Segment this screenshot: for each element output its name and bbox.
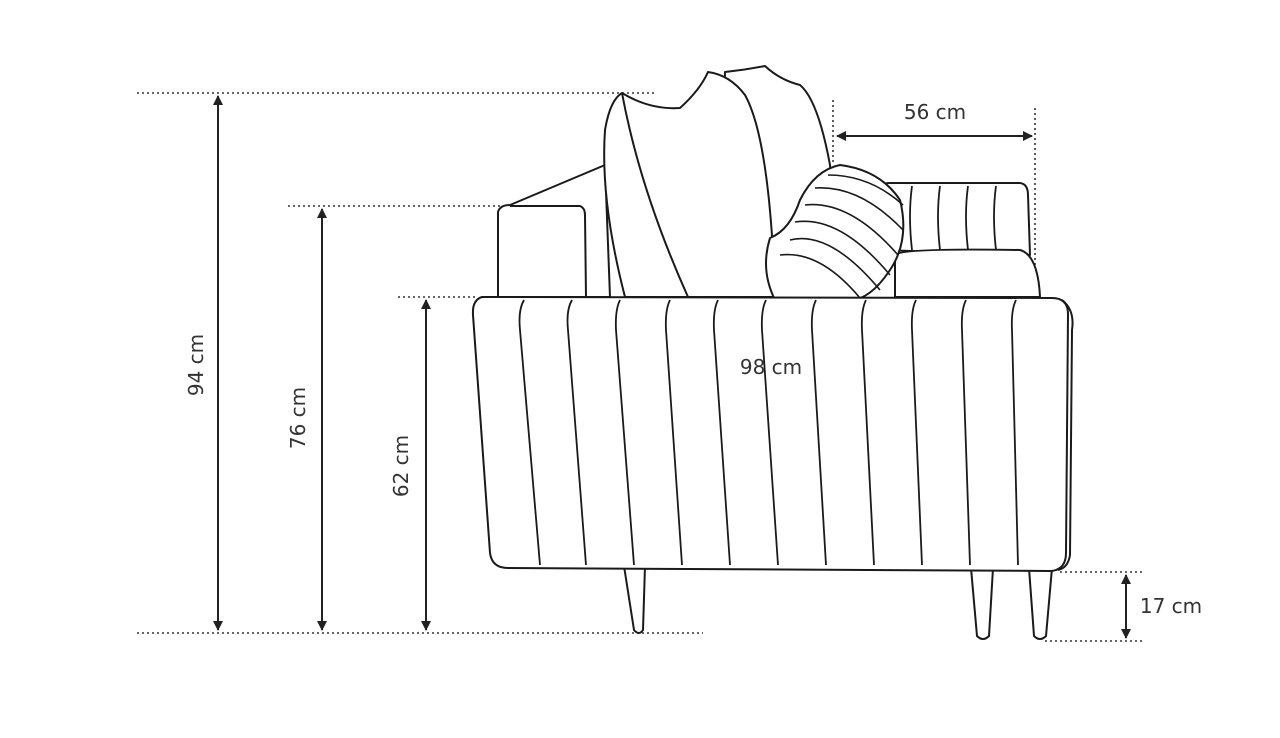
leg-height-label: 17 cm: [1139, 594, 1203, 618]
back-height-label: 76 cm: [286, 386, 310, 450]
guide-lines: [137, 92, 1145, 642]
seat-depth-label: 56 cm: [903, 100, 967, 124]
armrest-height-label: 62 cm: [389, 434, 413, 498]
back-leg-1: [970, 567, 994, 640]
back-leg-2: [1028, 567, 1053, 640]
pillow-front: [603, 71, 776, 298]
front-leg: [623, 565, 646, 634]
depth-label: 98 cm: [739, 355, 803, 379]
seat-cushion: [894, 248, 1041, 298]
channel-lines: [518, 299, 1019, 566]
side-back: [497, 164, 611, 298]
sofa-base: [471, 296, 1069, 572]
total-height-label: 94 cm: [184, 333, 208, 397]
